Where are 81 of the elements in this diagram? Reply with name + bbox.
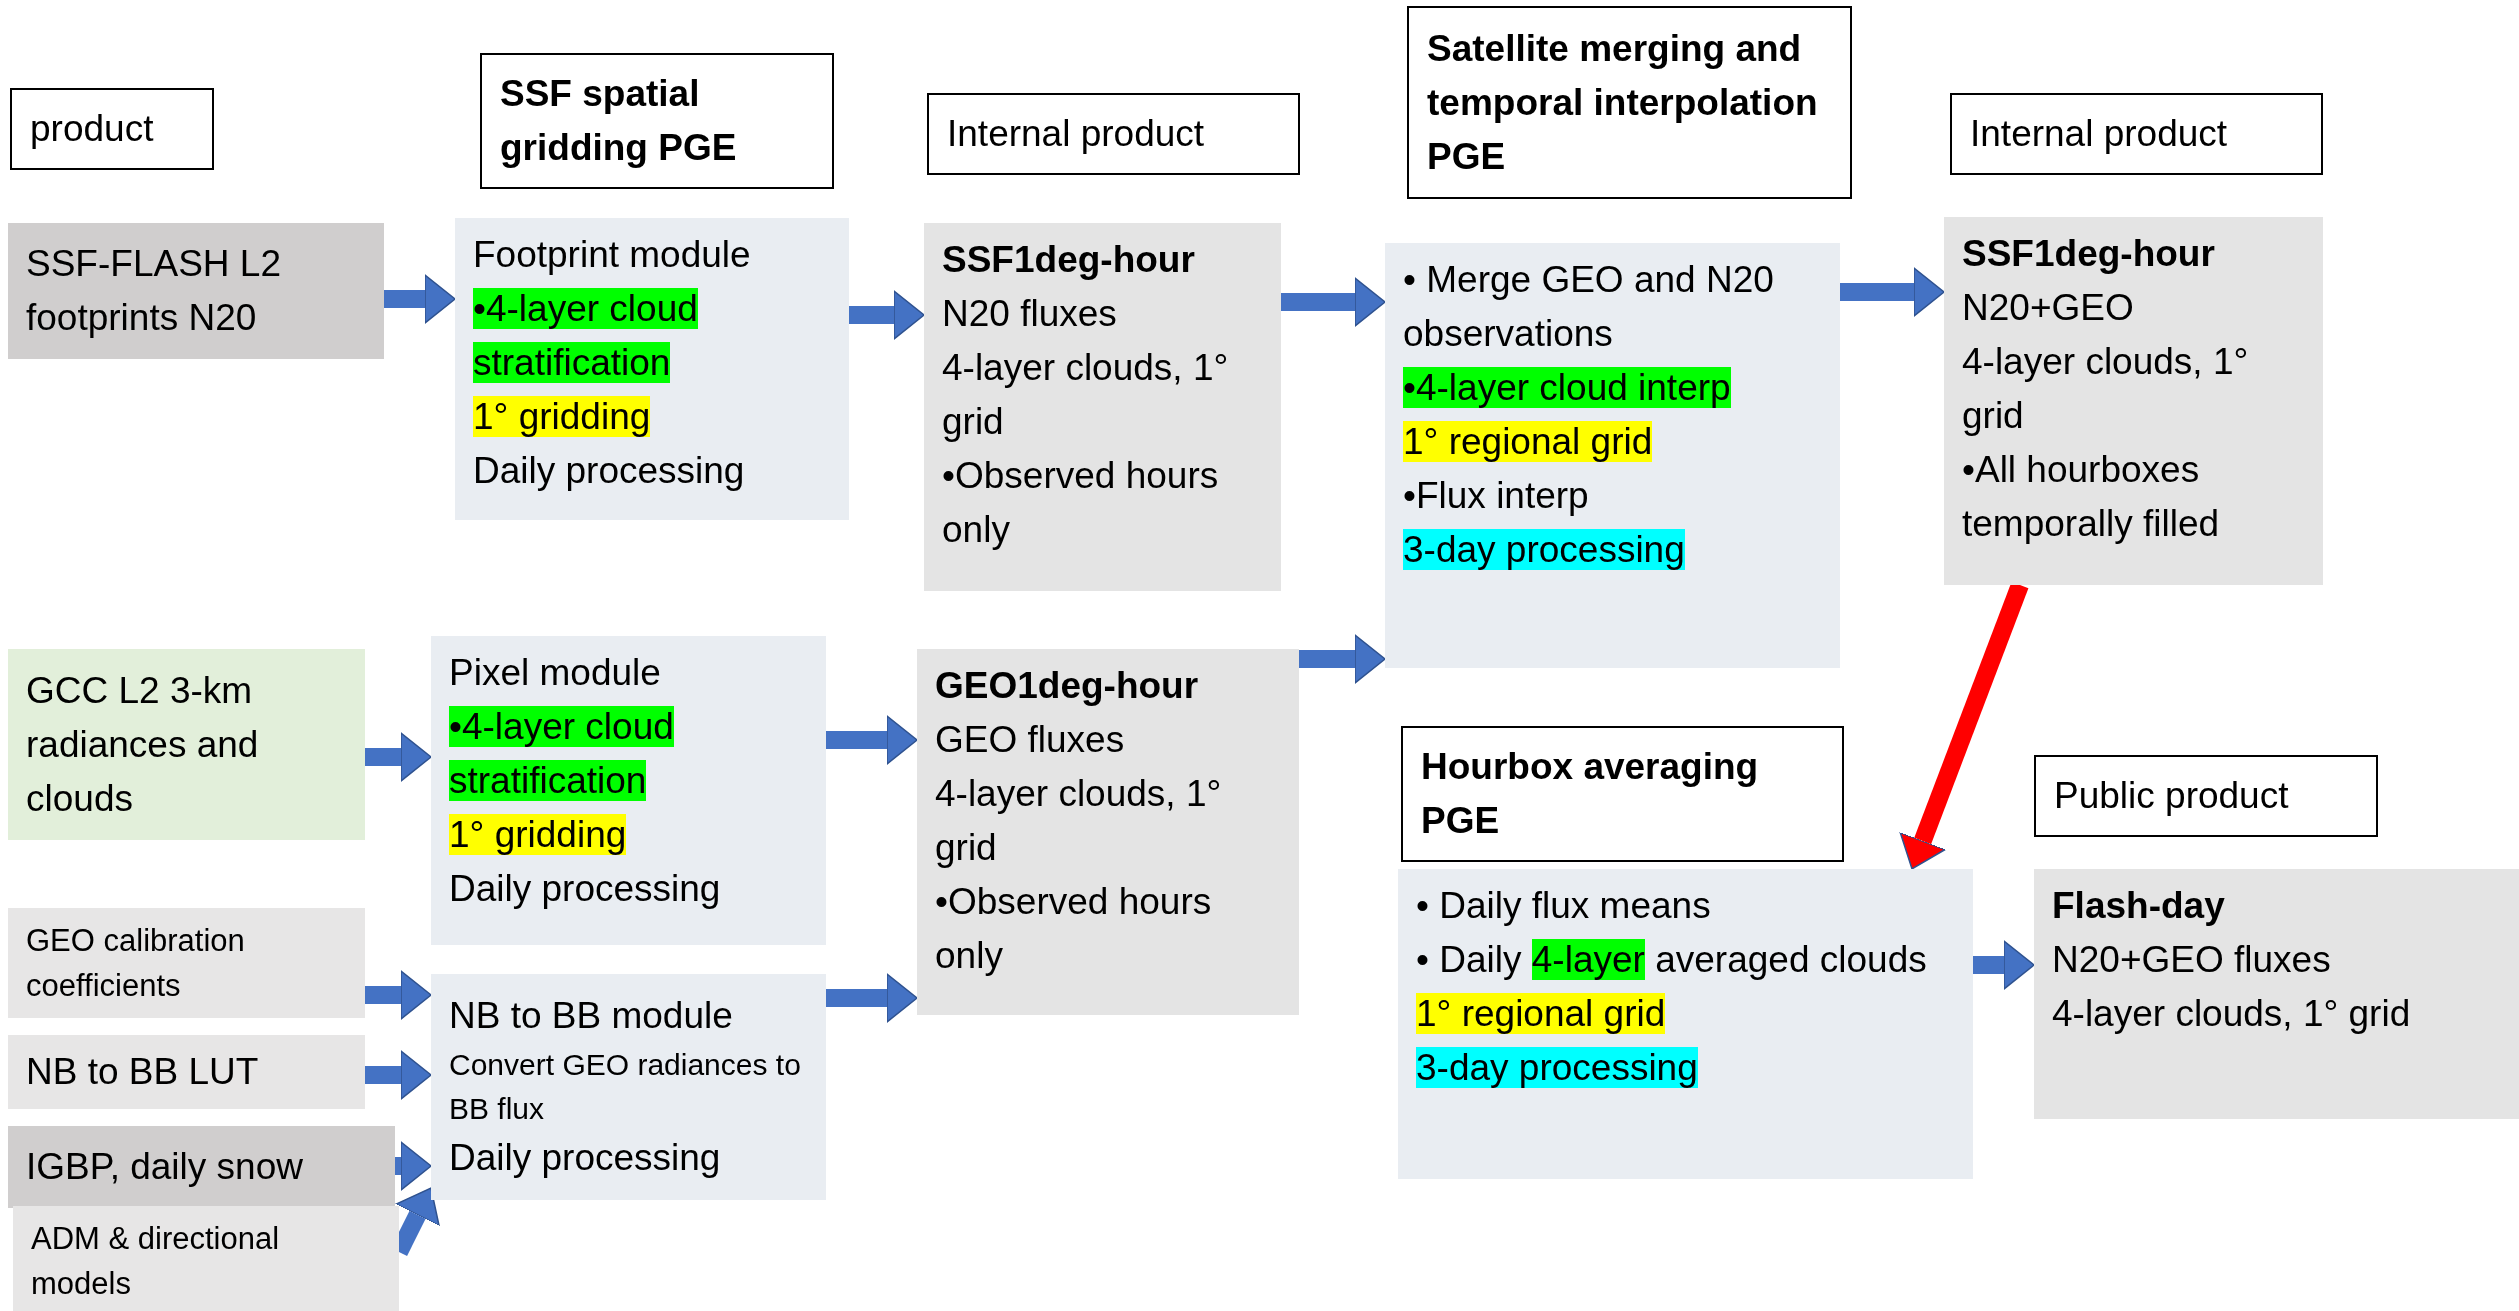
box-text: 1° gridding (473, 395, 652, 439)
block-arrow (384, 274, 456, 324)
box-text: Pixel module (449, 651, 662, 695)
input-box (8, 649, 365, 840)
block-arrow (1281, 277, 1386, 327)
box-text: 4-layer clouds, 1° grid (942, 346, 1230, 444)
box-text: IGBP, daily snow (26, 1145, 304, 1189)
box-text: 1° regional grid (1416, 992, 1667, 1036)
block-arrow (1840, 267, 1945, 317)
box-text: Footprint module (473, 233, 752, 277)
box-text: Daily processing (473, 449, 746, 493)
product-box (1944, 217, 2323, 585)
box-text: 3-day processing (1403, 528, 1686, 572)
box-heading: GEO1deg-hour (935, 664, 1200, 708)
box-text: 1° gridding (449, 813, 628, 857)
block-arrow (826, 715, 918, 765)
box-text: N20 fluxes (942, 292, 1118, 336)
box-heading: Flash-day (2052, 884, 2226, 928)
box-text: •Observed hours only (935, 880, 1213, 978)
box-text: Convert GEO radiances to BB flux (449, 1047, 802, 1127)
process-box (455, 218, 849, 520)
box-text: NB to BB LUT (26, 1050, 260, 1094)
box-text: 4-layer clouds, 1° grid (2052, 992, 2412, 1036)
box-heading: Hourbox averaging PGE (1421, 745, 1760, 843)
box-text: •4-layer cloud stratification (473, 287, 699, 385)
process-box (1385, 243, 1840, 668)
header-box (2034, 755, 2378, 837)
input-box (8, 1035, 365, 1109)
box-text: • Daily 4-layer averaged clouds (1416, 938, 1928, 982)
header-box (927, 93, 1300, 175)
box-text: SSF-FLASH L2 footprints N20 (26, 242, 282, 340)
input-box (8, 1126, 395, 1208)
box-text: •Flux interp (1403, 474, 1590, 518)
input-box (13, 1206, 399, 1311)
block-arrow (849, 290, 925, 340)
box-text: product (30, 107, 155, 151)
header-box (480, 53, 834, 189)
box-text: N20+GEO fluxes (2052, 938, 2332, 982)
box-text: • Daily flux means (1416, 884, 1712, 928)
box-text: •All hourboxes temporally filled (1962, 448, 2221, 546)
box-heading: SSF1deg-hour (942, 238, 1196, 282)
block-arrow (365, 732, 432, 782)
box-text: GEO calibration coefficients (26, 922, 246, 1005)
box-text: Public product (2054, 774, 2290, 818)
box-text: GCC L2 3-km radiances and clouds (26, 668, 260, 821)
block-arrow (826, 973, 918, 1023)
box-text: • Merge GEO and N20 observations (1403, 258, 1775, 356)
box-text: •Observed hours only (942, 454, 1220, 552)
box-text: Daily processing (449, 867, 722, 911)
box-text: •4-layer cloud stratification (449, 705, 675, 803)
box-text: 4-layer clouds, 1° grid (935, 772, 1223, 870)
input-box (8, 223, 384, 359)
block-arrow (1299, 634, 1386, 684)
product-box (924, 223, 1281, 591)
product-box (2034, 869, 2519, 1119)
block-arrow (365, 970, 432, 1020)
box-text: N20+GEO (1962, 286, 2135, 330)
process-box (1398, 869, 1973, 1179)
box-text: 4-layer clouds, 1° grid (1962, 340, 2250, 438)
box-text: GEO fluxes (935, 718, 1126, 762)
box-text: NB to BB module (449, 994, 734, 1038)
box-text: Internal product (1970, 112, 2229, 156)
box-text: 3-day processing (1416, 1046, 1699, 1090)
block-arrow (365, 1050, 432, 1100)
box-text: ADM & directional models (31, 1220, 281, 1303)
process-box (431, 636, 826, 945)
box-heading: SSF1deg-hour (1962, 232, 2216, 276)
header-box (10, 88, 214, 170)
box-heading: SSF spatial gridding PGE (500, 72, 738, 170)
box-text: 1° regional grid (1403, 420, 1654, 464)
header-box (1401, 726, 1844, 862)
box-text: •4-layer cloud interp (1403, 366, 1732, 410)
box-heading: Satellite merging and temporal interpolation PGE (1427, 26, 1819, 179)
product-box (917, 649, 1299, 1015)
input-box (8, 908, 365, 1018)
box-text: Internal product (947, 112, 1206, 156)
header-box (1950, 93, 2323, 175)
block-arrow (395, 1141, 432, 1191)
header-box (1407, 6, 1852, 199)
process-box (431, 974, 826, 1200)
box-text: Daily processing (449, 1136, 722, 1180)
